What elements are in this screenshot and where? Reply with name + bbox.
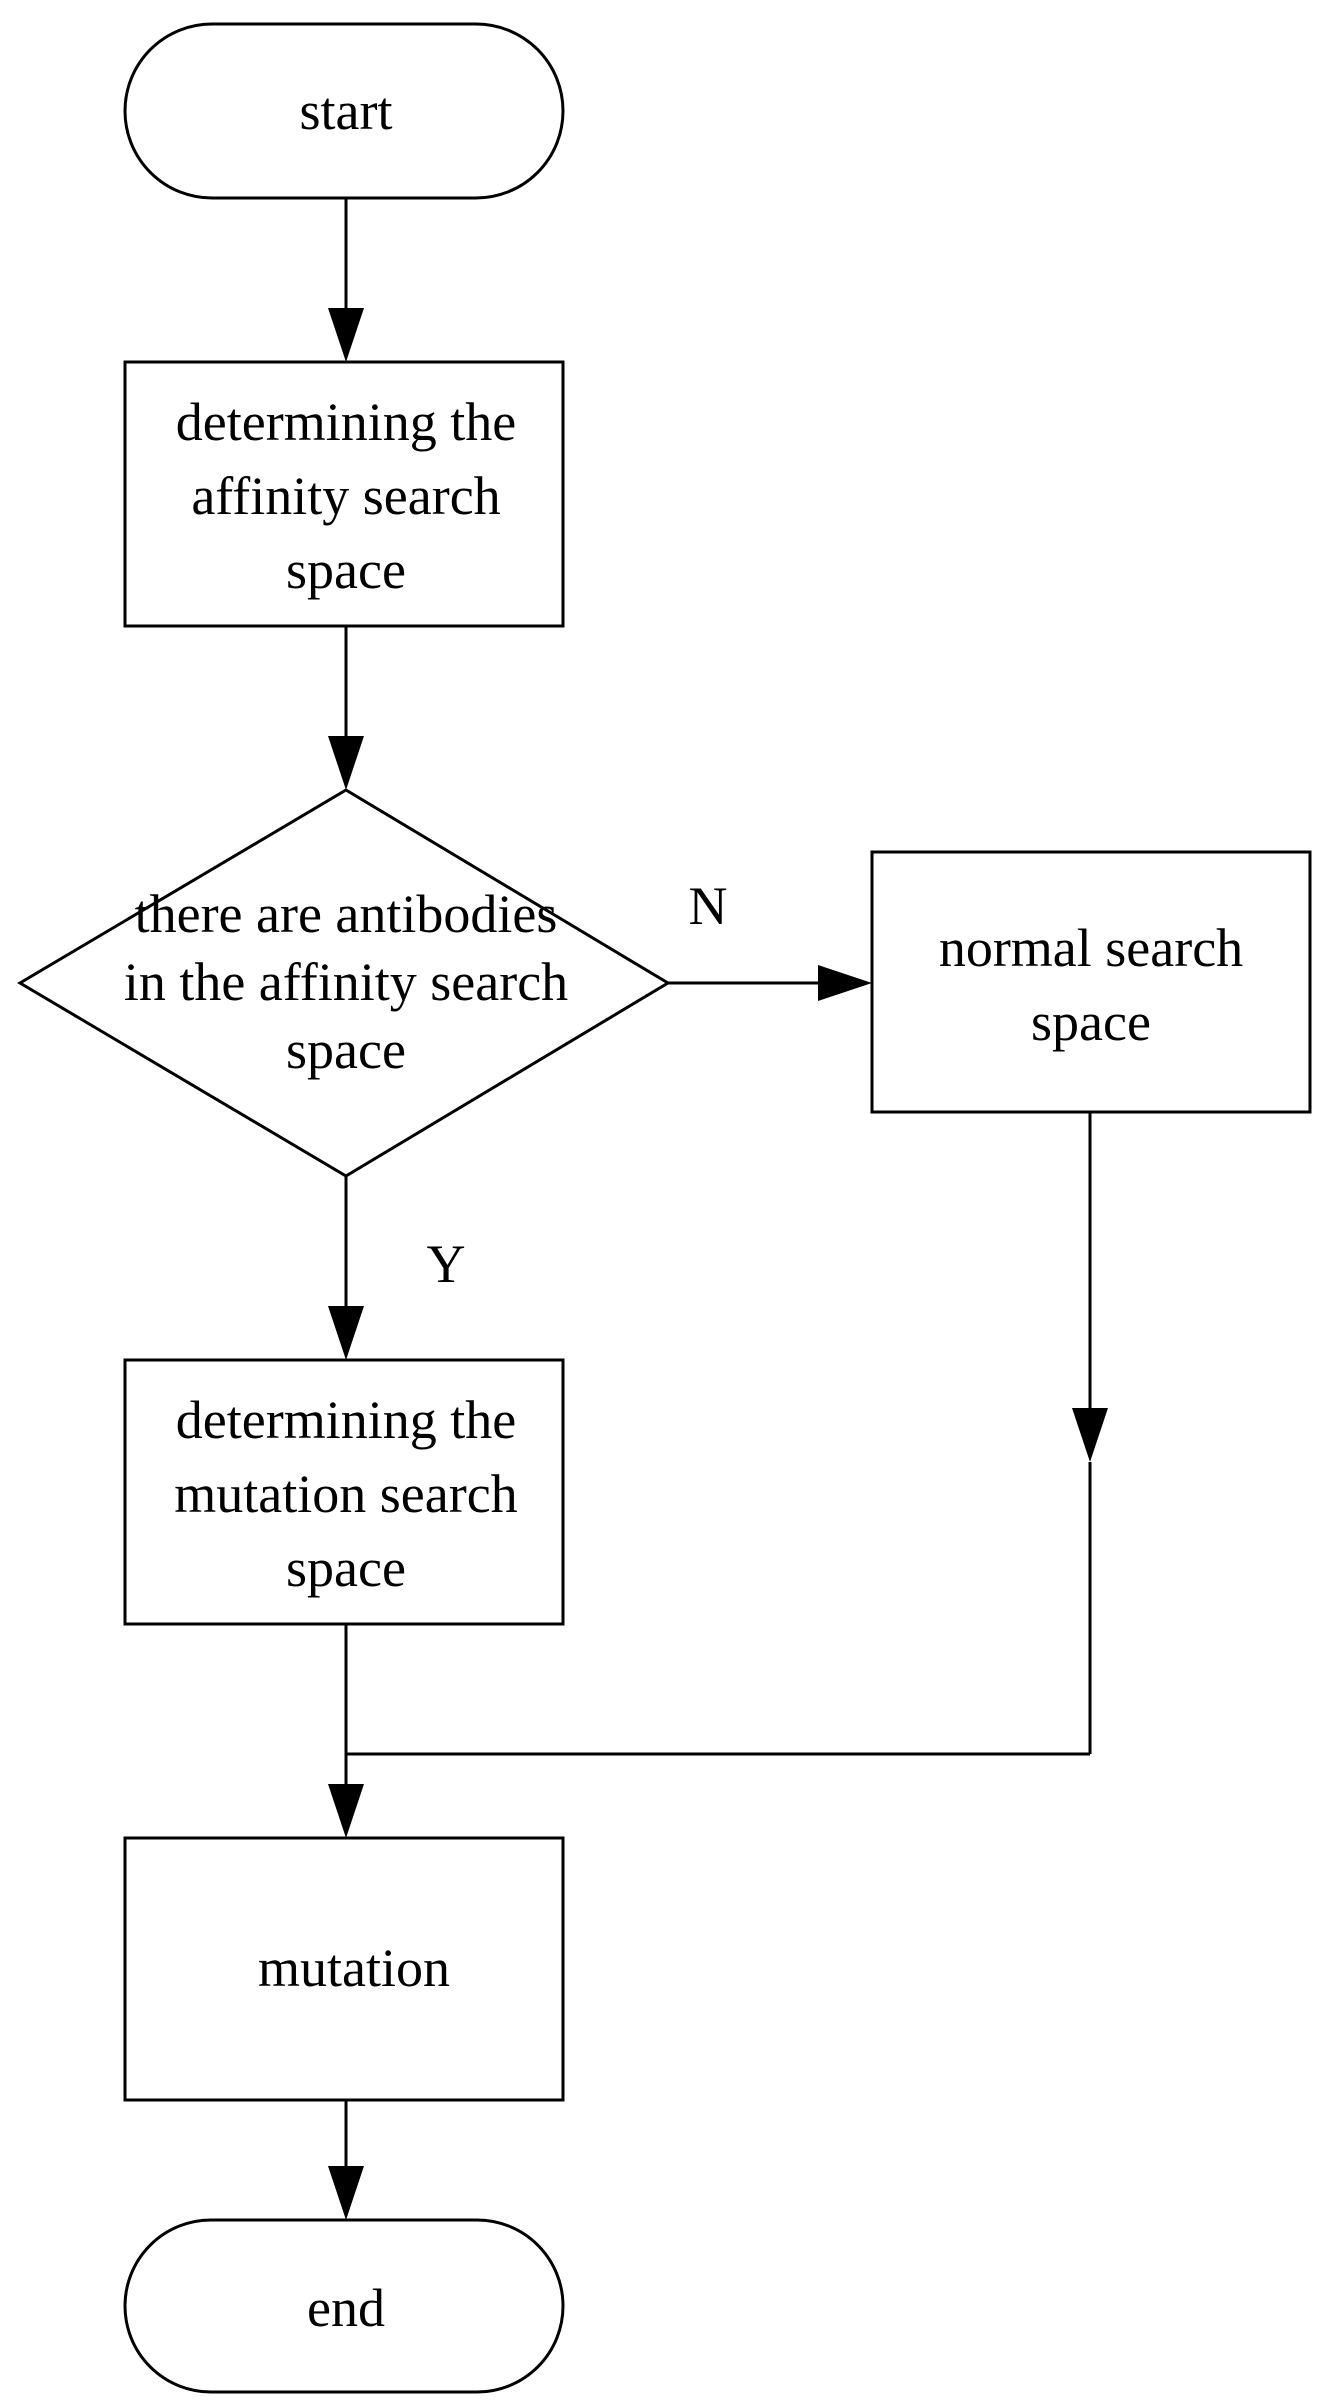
decision-label-line-3: space	[286, 1020, 406, 1080]
start-label: start	[300, 81, 393, 141]
mutation-node: mutation	[123, 1836, 565, 2102]
affinity-space-label-line-3: space	[286, 540, 406, 600]
edge-label-no: N	[689, 876, 728, 936]
normal-space-box	[870, 850, 1312, 1114]
normal-space-label-line-1: normal search	[939, 918, 1243, 978]
normal-space-label-line-2: space	[1031, 992, 1151, 1052]
affinity-space-label-line-1: determining the	[176, 392, 516, 452]
affinity-space-box	[123, 360, 565, 628]
arrowhead-normal-down	[1072, 1408, 1108, 1462]
arrowhead-affinity	[328, 308, 364, 362]
start-node: start	[123, 22, 565, 200]
arrowhead-mutation-space	[328, 1306, 364, 1360]
mutation-space-label-line-3: space	[286, 1538, 406, 1598]
end-node: end	[123, 2218, 565, 2394]
mutation-label: mutation	[258, 1938, 450, 1998]
mutation-space-label-line-2: mutation search	[174, 1464, 517, 1524]
mutation-space-node: determining the mutation search space	[123, 1358, 565, 1626]
edge-label-yes: Y	[427, 1234, 466, 1294]
start-terminator-shape	[123, 22, 565, 200]
affinity-space-node: determining the affinity search space	[123, 360, 565, 628]
decision-node: there are antibodies in the affinity sea…	[17, 788, 671, 1178]
arrowhead-mutation	[328, 1784, 364, 1838]
arrowhead-end	[328, 2166, 364, 2220]
mutation-box	[123, 1836, 565, 2102]
mutation-space-box	[123, 1358, 565, 1626]
arrowhead-decision	[328, 736, 364, 790]
mutation-space-label-line-1: determining the	[176, 1390, 516, 1450]
decision-diamond	[17, 788, 671, 1178]
normal-space-node: normal search space	[870, 850, 1312, 1114]
decision-label-line-2: in the affinity search	[124, 952, 568, 1012]
connectors	[328, 198, 1108, 2220]
end-label: end	[307, 2278, 385, 2338]
affinity-space-label-line-2: affinity search	[191, 466, 500, 526]
end-terminator-shape	[123, 2218, 565, 2394]
arrowhead-normal	[818, 965, 872, 1001]
decision-label-line-1: there are antibodies	[135, 884, 558, 944]
